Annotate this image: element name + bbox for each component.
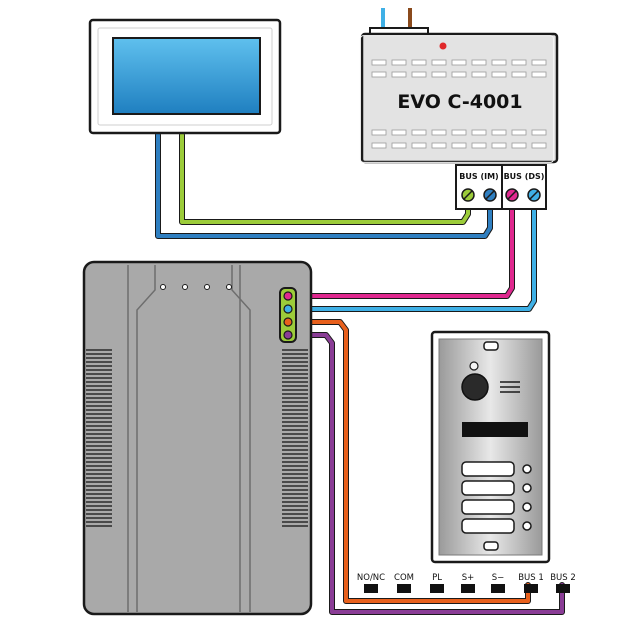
wires: [155, 132, 565, 615]
wire-magenta-core: [290, 196, 514, 298]
controller-vents: [371, 59, 547, 149]
panel-vents-right: [282, 349, 308, 527]
controller-screws: [461, 188, 541, 202]
camera-icon: [461, 373, 489, 401]
terminal-label-com: COM: [394, 573, 414, 583]
door-station-top-slot: [483, 341, 499, 351]
terminal-bus2: [556, 584, 570, 593]
wire-lightblue: [289, 195, 537, 312]
wire-magenta: [289, 195, 515, 299]
bus-ds-label: BUS (DS): [504, 172, 545, 181]
call-button-1: [461, 461, 515, 477]
call-button-4: [461, 518, 515, 534]
name-display: [462, 422, 528, 437]
terminal-strip: NO/NC COM PL S+ S− BUS 1 BUS 2: [357, 573, 576, 593]
terminal-no-nc: [364, 584, 378, 593]
terminal-bus1: [524, 584, 538, 593]
terminal-label-no-nc: NO/NC: [357, 573, 385, 583]
wire-blue-core: [156, 133, 492, 238]
terminal-s-plus: [461, 584, 475, 593]
panel-vents-left: [86, 349, 112, 527]
terminal-label-bus2: BUS 2: [550, 573, 576, 583]
panel-connector-pins: [283, 291, 293, 340]
monitor-screen: [112, 37, 261, 115]
speaker-icon: [500, 381, 520, 393]
bus-im-label: BUS (IM): [459, 172, 498, 181]
wire-purple-core: [290, 333, 564, 614]
wire-lightblue-core: [290, 196, 536, 311]
terminal-pl: [430, 584, 444, 593]
call-button-3: [461, 499, 515, 515]
controller-label: EVO C-4001: [397, 91, 522, 113]
power-led: [439, 42, 447, 50]
terminal-label-pl: PL: [432, 573, 442, 583]
terminal-label-bus1: BUS 1: [518, 573, 544, 583]
terminal-label-s-minus: S−: [492, 573, 505, 583]
terminal-com: [397, 584, 411, 593]
monitor: [88, 18, 282, 135]
controller: EVO C-4001 BUS (IM) BUS (DS): [359, 8, 559, 210]
distributor-panel: [82, 260, 313, 616]
door-station: [430, 330, 551, 564]
panel-dots: [160, 284, 232, 290]
panel-connector: [279, 287, 297, 343]
terminal-screws: [364, 584, 570, 593]
door-station-bottom-slot: [483, 541, 499, 551]
call-button-2: [461, 480, 515, 496]
call-buttons: [461, 461, 532, 534]
terminal-block-ds: [501, 164, 547, 210]
wire-orange-core: [290, 320, 530, 603]
terminal-label-s-plus: S+: [462, 573, 475, 583]
terminal-s-minus: [491, 584, 505, 593]
